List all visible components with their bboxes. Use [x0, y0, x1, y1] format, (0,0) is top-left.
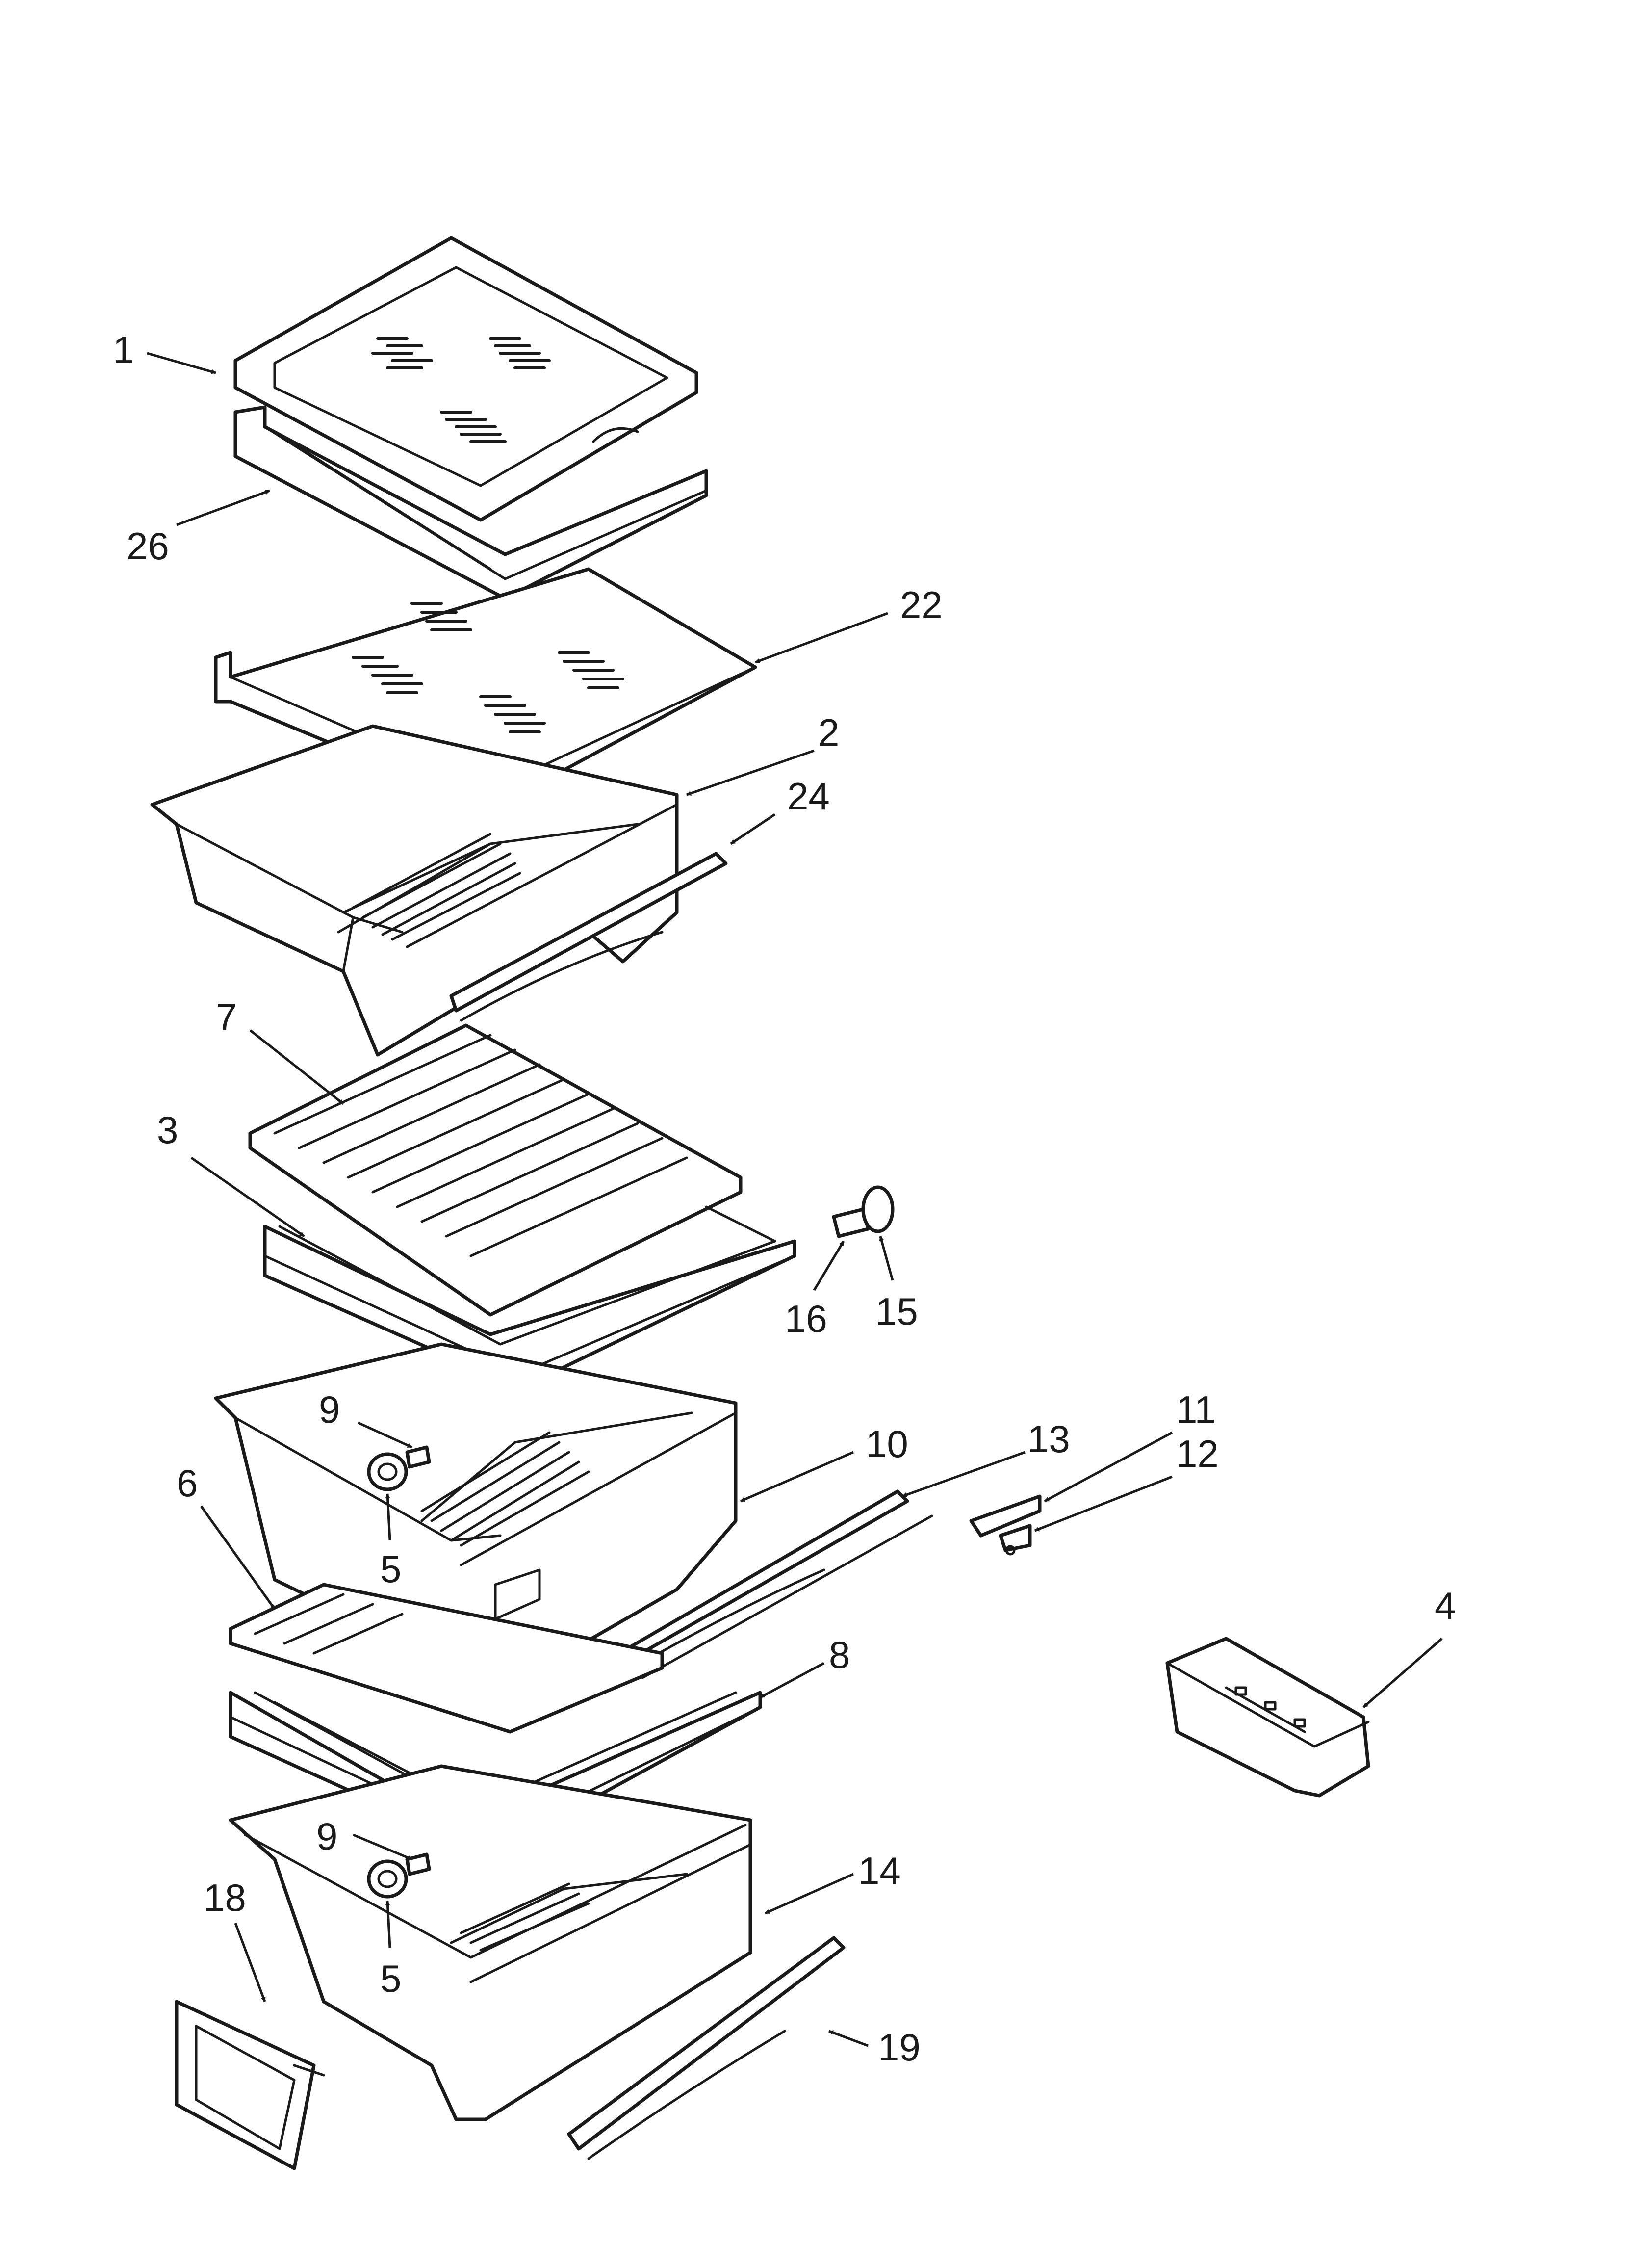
part-cover-frame-3	[263, 1205, 796, 1390]
leader-5-upper	[385, 1493, 391, 1541]
callout-6: 6	[177, 1461, 198, 1505]
callout-15: 15	[875, 1290, 918, 1333]
leader-15	[879, 1236, 894, 1281]
part-label-plate	[175, 2000, 325, 2170]
part-shelf-frame	[233, 405, 708, 600]
part-roller-upper	[367, 1445, 431, 1491]
callout-12: 12	[1176, 1432, 1219, 1475]
callout-10: 10	[866, 1422, 908, 1465]
part-glass-cover-6	[229, 1583, 664, 1734]
callout-16: 16	[785, 1297, 827, 1340]
leader-26	[176, 489, 270, 526]
leader-2	[686, 749, 815, 796]
callout-13: 13	[1027, 1417, 1070, 1460]
leader-5-lower	[385, 1901, 391, 1948]
leader-22	[755, 612, 888, 664]
part-drawer-handle-upper	[449, 852, 728, 1022]
leader-lines	[147, 352, 1443, 2047]
part-shelf-top-glass	[233, 236, 698, 522]
callout-11: 11	[1176, 1388, 1216, 1431]
callout-1: 1	[113, 328, 134, 371]
callout-19: 19	[878, 2026, 921, 2069]
leader-18	[234, 1923, 266, 2002]
callout-18: 18	[204, 1876, 246, 1919]
leader-6	[200, 1505, 276, 1610]
callout-3: 3	[157, 1108, 178, 1151]
callout-7: 7	[216, 995, 237, 1039]
leader-19	[828, 2030, 869, 2047]
part-drawer-handle-lower	[567, 1936, 846, 2160]
leader-1	[147, 352, 216, 374]
leader-3	[190, 1156, 305, 1238]
part-glass-cover-7	[248, 1023, 743, 1317]
leader-14	[764, 1873, 854, 1915]
part-clip-11-12	[969, 1494, 1042, 1556]
callout-14: 14	[858, 1849, 901, 1892]
leader-12	[1034, 1475, 1173, 1532]
callout-9-upper: 9	[319, 1388, 340, 1431]
part-bolt-and-roller	[832, 1185, 895, 1238]
callout-26: 26	[127, 524, 169, 568]
callout-4: 4	[1435, 1584, 1456, 1627]
callout-2: 2	[818, 711, 839, 754]
leader-10	[740, 1451, 854, 1503]
leader-16	[813, 1240, 845, 1291]
callout-24: 24	[787, 775, 830, 818]
leader-24	[730, 813, 776, 845]
callout-9-lower: 9	[316, 1815, 337, 1858]
callout-labels: 1 26 22 2 24 7 3 16 15 9 10 13 11 12 6 5…	[113, 328, 1456, 2069]
leader-9-lower	[353, 1833, 412, 1861]
callout-8: 8	[829, 1633, 850, 1676]
leader-7	[249, 1029, 344, 1105]
part-roller-lower	[367, 1852, 431, 1899]
part-crisper-drawer-lower	[229, 1764, 752, 2121]
leader-8	[759, 1662, 825, 1699]
callout-5-lower: 5	[380, 1957, 401, 2000]
leader-13	[902, 1451, 1026, 1498]
leader-4	[1362, 1638, 1443, 1708]
leader-9-upper	[357, 1421, 413, 1449]
leader-11	[1044, 1431, 1173, 1503]
callout-22: 22	[900, 583, 943, 626]
part-dairy-bin	[1165, 1637, 1370, 1798]
callout-5-upper: 5	[380, 1547, 401, 1590]
